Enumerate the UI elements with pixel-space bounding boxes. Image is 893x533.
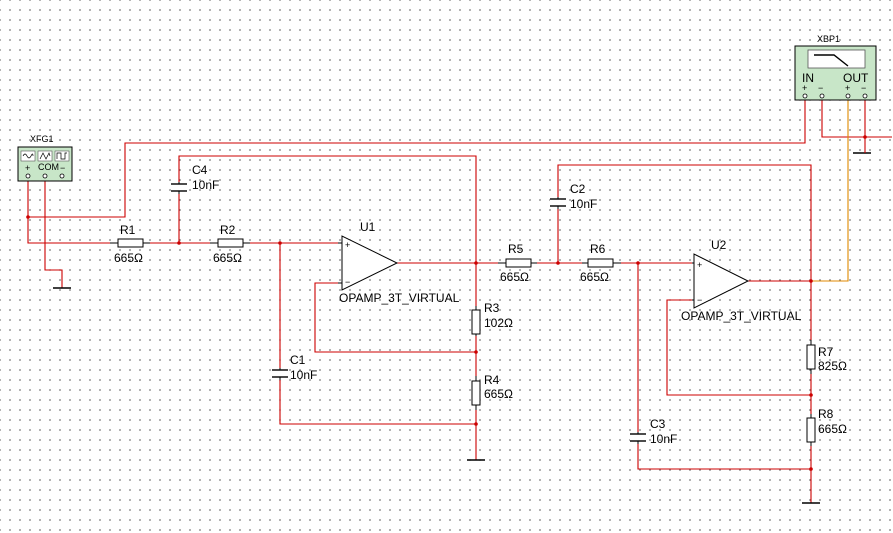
terminal-label: + [25,163,30,173]
waveform-buttons-icon [20,150,70,162]
resistor-ref: R7 [818,345,834,359]
terminal-label: COM [38,162,59,172]
resistor-value: 102Ω [484,316,513,330]
junction-dot [474,261,478,265]
bode-response-icon [807,49,866,69]
resistor-value: 665Ω [500,270,529,284]
terminal-label: − [818,83,823,93]
terminal-label: + [845,83,850,93]
resistor-R2[interactable]: R2 665Ω [210,223,250,265]
opamp-minus-sign: − [345,277,350,287]
wire[interactable] [178,155,477,263]
input-label: IN [802,71,814,85]
resistor-R3[interactable]: R3 102Ω [471,301,513,336]
resistor-R6[interactable]: R6 665Ω [580,242,621,284]
capacitor-C4[interactable]: C4 10nF [171,163,219,194]
opamp-plus-sign: + [345,240,350,250]
wire[interactable] [28,98,806,218]
resistor-ref: R1 [120,223,136,237]
wire[interactable] [637,444,811,470]
opamp-plus-sign: + [697,260,702,270]
wire[interactable] [666,299,811,396]
junction-dot [278,241,282,245]
terminal-label: − [60,163,65,173]
resistor-R5[interactable]: R5 665Ω [498,242,537,284]
capacitor-value: 10nF [192,178,219,192]
terminal-label: + [802,83,807,93]
capacitor-C3[interactable]: C3 10nF [630,417,677,446]
capacitor-ref: C4 [192,163,208,177]
grounds [53,152,871,504]
junction-dot [636,261,640,265]
opamp-minus-sign: − [697,295,702,305]
capacitor-C1[interactable]: C1 10nF [272,353,317,382]
output-label: OUT [843,71,869,85]
junction-dot [809,393,813,397]
resistor-value: 665Ω [818,422,847,436]
capacitor-value: 10nF [650,432,677,446]
junction-dot [809,279,813,283]
terminal-label: − [861,83,866,93]
resistor-R4[interactable]: R4 665Ω [471,373,513,410]
terminal-plus[interactable] [25,173,31,179]
resistor-ref: R5 [508,242,524,256]
terminal-out-plus[interactable] [845,93,851,99]
terminal-in-minus[interactable] [819,93,825,99]
wire[interactable] [279,380,476,425]
opamp-model: OPAMP_3T_VIRTUAL [339,291,460,305]
wire[interactable] [44,178,63,288]
capacitor-ref: C3 [650,417,666,431]
capacitor-C2[interactable]: C2 10nF [550,182,597,211]
opamp-U1[interactable]: + − U1 OPAMP_3T_VIRTUAL [338,220,460,305]
resistor-R7[interactable]: R7 825Ω [806,340,847,374]
junction-dot [474,350,478,354]
bode-plotter-XBP1[interactable]: XBP1 IN OUT + − + − [794,34,877,101]
terminal-out-minus[interactable] [862,93,868,99]
resistor-ref: R2 [220,223,236,237]
capacitor-value: 10nF [570,197,597,211]
wire[interactable] [314,282,476,353]
junction-dot [177,241,181,245]
terminal-common[interactable] [42,173,48,179]
junctions [26,135,867,471]
junction-dot [809,467,813,471]
opamp-ref: U2 [711,238,727,252]
opamp-ref: U1 [360,220,376,234]
resistor-ref: R4 [484,373,500,387]
instrument-ref: XFG1 [30,134,54,144]
capacitor-value: 10nF [290,368,317,382]
resistor-value: 665Ω [114,251,143,265]
probe-wire[interactable] [811,98,849,282]
resistor-R1[interactable]: R1 665Ω [110,223,150,265]
junction-dot [474,422,478,426]
junction-dot [26,215,30,219]
wire[interactable] [557,164,812,281]
resistor-value: 665Ω [580,270,609,284]
wires [27,98,892,503]
resistor-ref: R8 [818,407,834,421]
opamp-model: OPAMP_3T_VIRTUAL [681,309,802,323]
terminal-in-plus[interactable] [802,93,808,99]
resistor-value: 665Ω [484,387,513,401]
wire[interactable] [821,98,892,138]
junction-dot [556,261,560,265]
resistor-ref: R3 [484,301,500,315]
instrument-ref: XBP1 [817,34,840,44]
opamp-U2[interactable]: + − U2 OPAMP_3T_VIRTUAL [681,238,802,323]
resistor-ref: R6 [590,242,606,256]
resistor-R8[interactable]: R8 665Ω [806,407,847,446]
resistor-value: 825Ω [818,359,847,373]
resistor-value: 665Ω [213,251,242,265]
capacitor-ref: C1 [290,353,306,367]
terminal-minus[interactable] [59,173,65,179]
wire[interactable] [27,178,110,244]
function-generator-XFG1[interactable]: XFG1 + COM − [17,134,73,182]
capacitor-ref: C2 [570,182,586,196]
